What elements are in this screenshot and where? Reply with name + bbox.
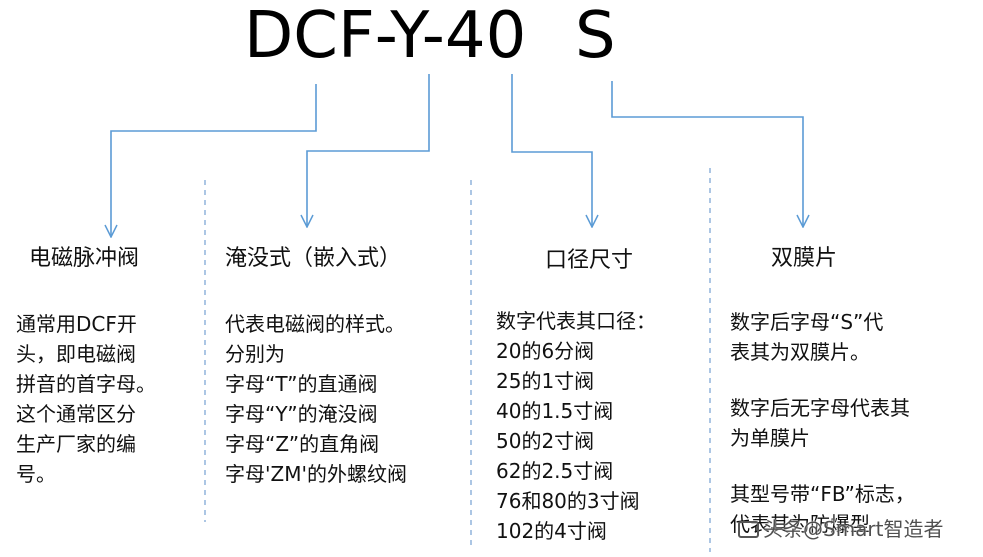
column-3-line: 25的1寸阀 bbox=[496, 369, 595, 393]
column-1-line: 号。 bbox=[16, 462, 56, 486]
column-4-line: 数字后字母“S”代 bbox=[730, 310, 884, 334]
column-2-line: 代表电磁阀的样式。 bbox=[225, 312, 405, 336]
column-1-heading: 电磁脉冲阀 bbox=[29, 246, 140, 271]
column-3-line: 76和80的3寸阀 bbox=[496, 489, 640, 513]
column-1-line: 生产厂家的编 bbox=[16, 432, 136, 456]
column-2-line: 字母“Z”的直角阀 bbox=[225, 432, 380, 456]
column-2-heading: 淹没式（嵌入式） bbox=[225, 246, 402, 271]
column-3-line: 40的1.5寸阀 bbox=[496, 399, 614, 423]
column-3-heading: 口径尺寸 bbox=[545, 248, 634, 273]
watermark: 头条@Smart智造者 bbox=[738, 514, 944, 544]
connector-y-arrow bbox=[307, 74, 430, 227]
column-1-line: 头，即电磁阀 bbox=[16, 342, 136, 366]
column-3-line: 102的4寸阀 bbox=[496, 519, 607, 543]
column-2-line: 字母“T”的直通阀 bbox=[225, 372, 378, 396]
model-code-valve-type-part: DCF-Y-40 bbox=[244, 0, 527, 73]
column-4-body: 数字后字母“S”代 表其为双膜片。 数字后无字母代表其 为单膜片 其型号带“FB… bbox=[730, 307, 915, 539]
model-code-diaphragm-part: S bbox=[575, 0, 616, 73]
watermark-text: 头条@Smart智造者 bbox=[763, 517, 944, 541]
column-3-line: 数字代表其口径： bbox=[496, 309, 656, 333]
camera-icon bbox=[738, 521, 759, 538]
column-2-line: 字母'ZM'的外螺纹阀 bbox=[225, 462, 407, 486]
column-4-line: 其型号带“FB”标志， bbox=[730, 482, 915, 506]
column-3-line: 62的2.5寸阀 bbox=[496, 459, 614, 483]
column-1-body: 通常用DCF开 头，即电磁阀 拼音的首字母。 这个通常区分 生产厂家的编 号。 bbox=[16, 309, 156, 489]
column-3-line: 20的6分阀 bbox=[496, 339, 595, 363]
column-2-line: 分别为 bbox=[225, 342, 285, 366]
column-3-line: 50的2寸阀 bbox=[496, 429, 595, 453]
column-4-line: 表其为双膜片。 bbox=[730, 340, 870, 364]
column-1-line: 通常用DCF开 bbox=[16, 312, 137, 336]
connector-s-arrow bbox=[611, 81, 803, 227]
column-4-line: 数字后无字母代表其 bbox=[730, 396, 910, 420]
column-1-line: 这个通常区分 bbox=[16, 402, 136, 426]
column-4-heading: 双膜片 bbox=[771, 246, 838, 271]
column-4-line: 为单膜片 bbox=[730, 426, 810, 450]
column-2-line: 字母“Y”的淹没阀 bbox=[225, 402, 378, 426]
column-3-body: 数字代表其口径： 20的6分阀 25的1寸阀 40的1.5寸阀 50的2寸阀 6… bbox=[496, 306, 656, 546]
column-4-line: 代表其为防爆型 bbox=[730, 512, 870, 536]
connector-40-arrow bbox=[511, 74, 592, 227]
column-1-line: 拼音的首字母。 bbox=[16, 372, 156, 396]
column-2-body: 代表电磁阀的样式。 分别为 字母“T”的直通阀 字母“Y”的淹没阀 字母“Z”的… bbox=[225, 309, 407, 489]
model-code: DCF-Y-40 S bbox=[0, 0, 983, 80]
connector-dcf-arrow bbox=[111, 84, 317, 237]
